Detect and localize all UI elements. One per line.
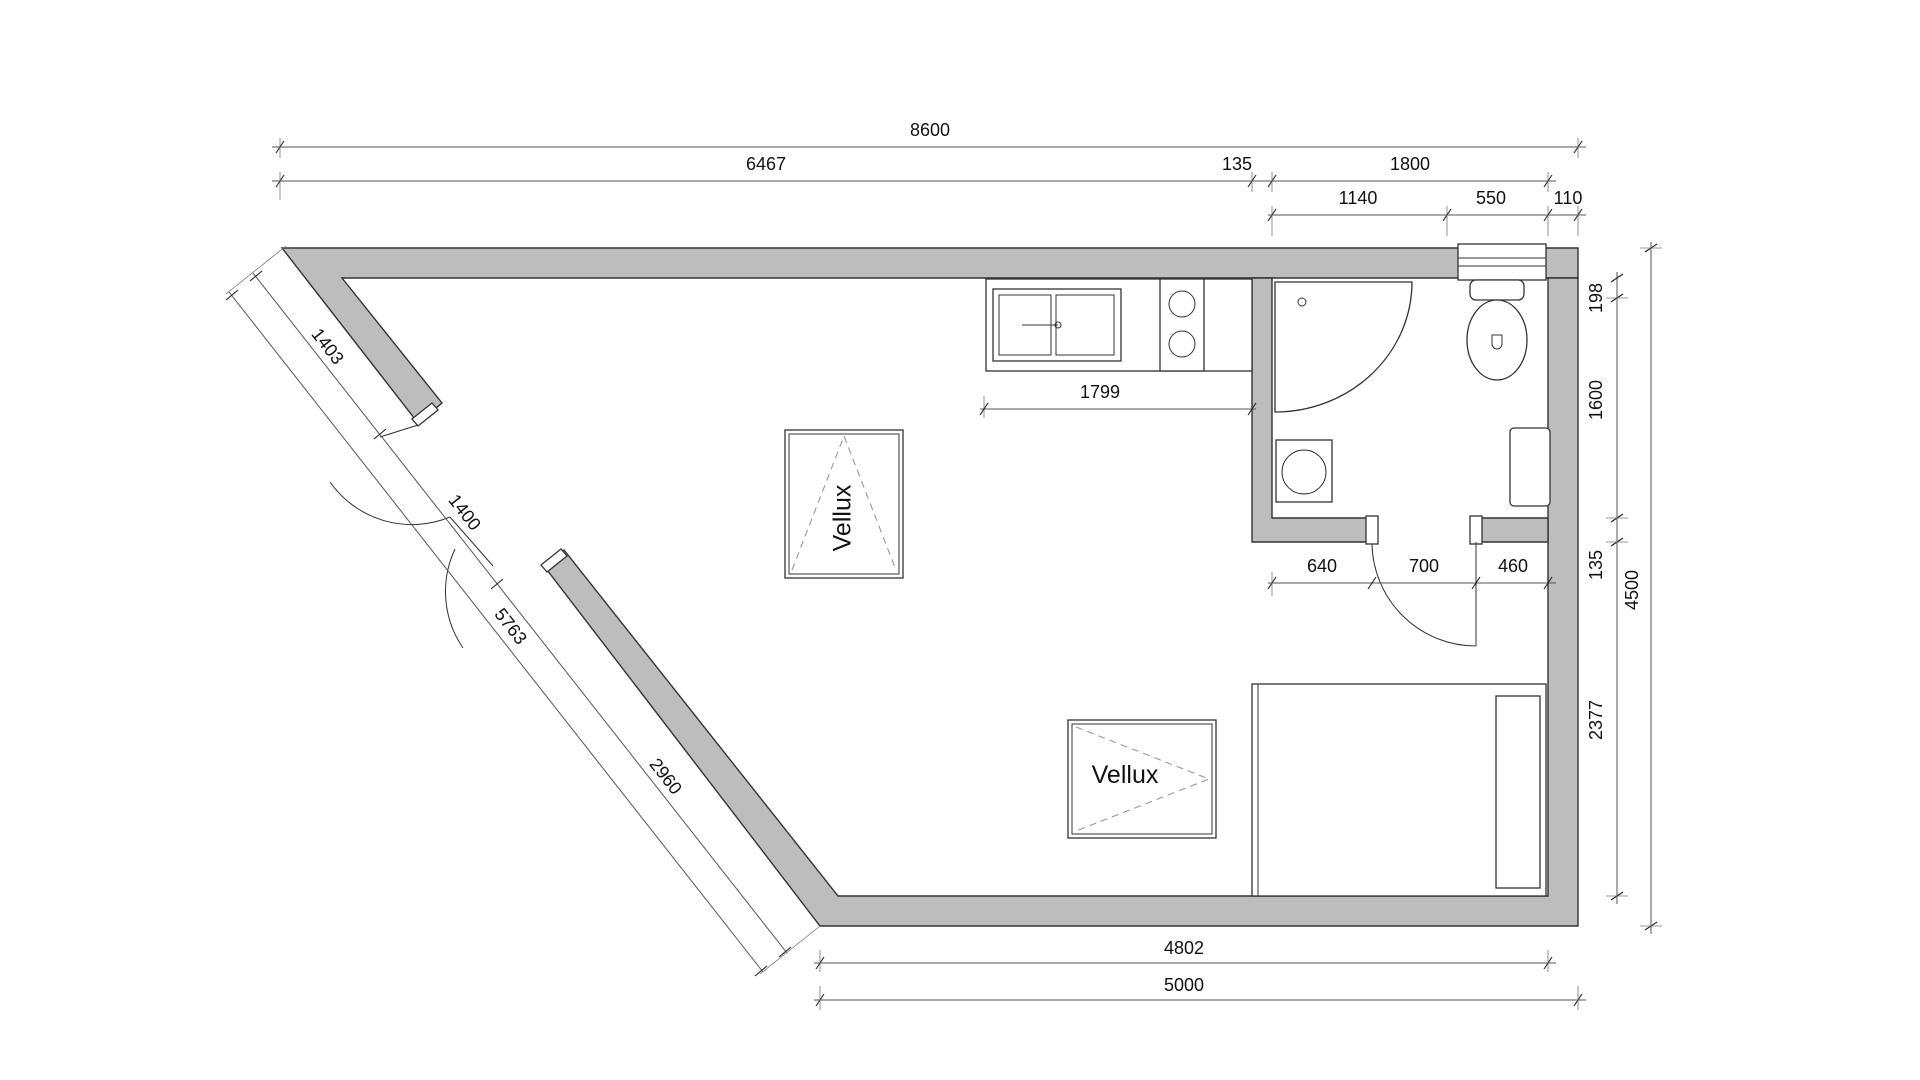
dim-right-wall: 135 <box>1586 550 1606 580</box>
walls <box>280 247 1579 927</box>
bath-wall-dimensions: 640 700 460 <box>1267 556 1556 596</box>
dim-right-bath: 1600 <box>1586 380 1606 420</box>
bed-pillow <box>1495 695 1541 889</box>
dim-bath-door: 700 <box>1409 556 1439 576</box>
bathroom-door <box>1371 542 1477 647</box>
washing-machine <box>1275 439 1333 503</box>
dim-bathroom-window: 550 <box>1476 188 1506 208</box>
entry-door-jamb-bottom <box>540 548 568 573</box>
wall-bathroom-right-stub <box>1475 517 1549 543</box>
dim-diag-total: 5763 <box>491 604 531 648</box>
dim-bath-wall-left: 640 <box>1307 556 1337 576</box>
bed <box>1251 683 1547 897</box>
dim-bathroom-left: 1140 <box>1339 188 1378 208</box>
diagonal-dimensions: 1403 1400 5763 2960 <box>225 245 821 977</box>
bath-door-jamb-left <box>1365 515 1379 545</box>
dim-right-lower: 2377 <box>1586 700 1606 740</box>
top-dimensions: 8600 6467 135 1800 1140 550 110 <box>272 120 1586 236</box>
dim-right-top: 198 <box>1586 283 1606 313</box>
entry-door <box>329 424 494 649</box>
dim-bathroom-width: 1800 <box>1390 154 1430 174</box>
dim-bottom-inner: 4802 <box>1164 938 1204 958</box>
hob-ring-1 <box>1168 290 1196 318</box>
dim-bathroom-right: 110 <box>1554 188 1583 208</box>
shower <box>1274 281 1413 413</box>
hob <box>1159 278 1205 372</box>
right-dimensions: 198 1600 135 2377 4500 <box>1586 242 1662 934</box>
dim-bottom-total: 5000 <box>1164 975 1204 995</box>
washbasin <box>1509 427 1551 507</box>
dim-diag-lower: 2960 <box>646 754 686 798</box>
bath-door-jamb-right <box>1469 515 1483 545</box>
skylight-1: Vellux <box>784 429 904 579</box>
dim-diag-door: 1400 <box>445 490 485 534</box>
dim-bath-wall-right: 460 <box>1498 556 1528 576</box>
dim-top-partition: 135 <box>1222 154 1252 174</box>
toilet-cistern <box>1469 279 1525 301</box>
bath-window <box>1457 243 1547 281</box>
dim-top-left-segment: 6467 <box>746 154 786 174</box>
dim-total-width-top: 8600 <box>910 120 950 140</box>
skylight-2-label: Vellux <box>1092 761 1159 789</box>
skylight-1-label: Vellux <box>829 484 857 551</box>
hob-ring-2 <box>1168 330 1196 358</box>
kitchen-dimension: 1799 <box>979 382 1257 418</box>
bathroom-fixtures <box>1274 243 1551 507</box>
toilet-bowl <box>1466 299 1528 381</box>
skylight-2: Vellux <box>1067 719 1217 839</box>
dim-right-total: 4500 <box>1622 570 1642 610</box>
bottom-dimensions: 4802 5000 <box>814 938 1586 1010</box>
dim-diag-top: 1403 <box>308 324 348 368</box>
dim-kitchen-length: 1799 <box>1080 382 1120 402</box>
kitchen-counter <box>985 278 1253 372</box>
entry-door-jamb-top <box>411 402 439 427</box>
